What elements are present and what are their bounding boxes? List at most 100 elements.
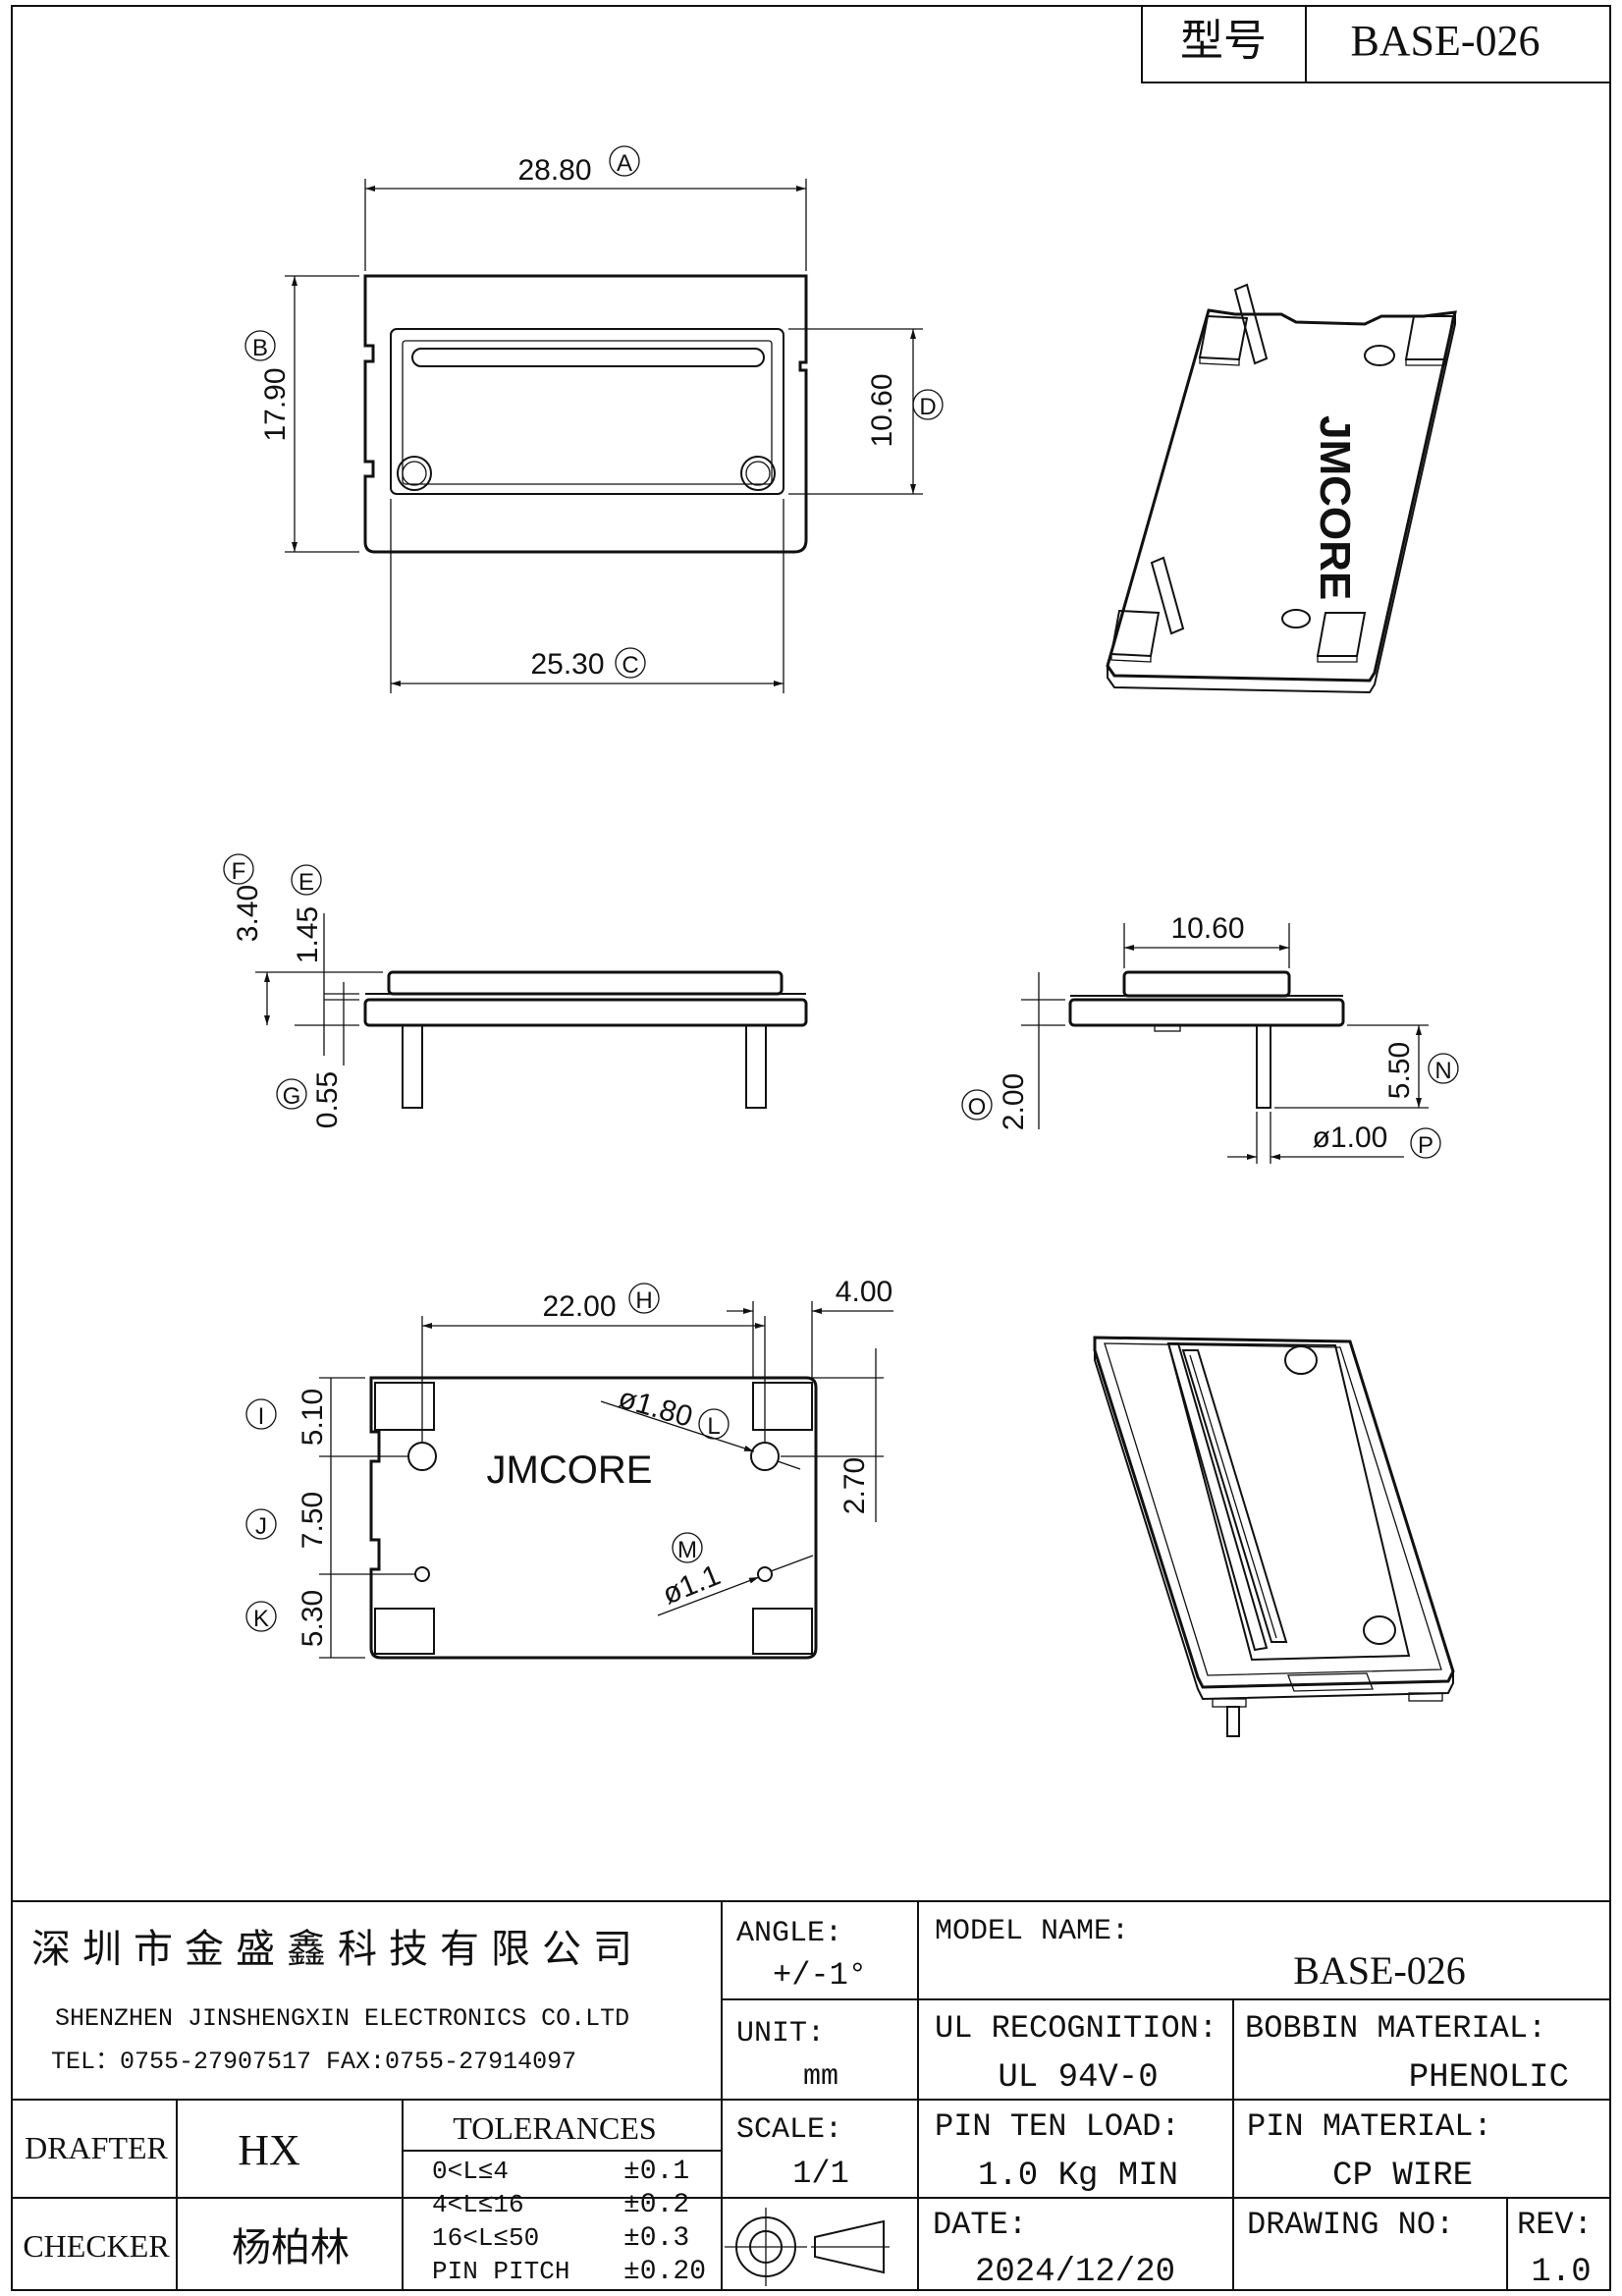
dim-k-text: 5.30 (297, 1590, 329, 1647)
tag-m-circle (672, 1532, 703, 1563)
iso-pad-bl (1109, 609, 1161, 658)
top-view-hole-right (740, 456, 776, 491)
dim-b-text: 17.90 (259, 367, 292, 441)
bottom-hole-small-right (757, 1566, 773, 1582)
top-view-hole-left (397, 456, 432, 491)
drawing-no-label: DRAWING NO: (1247, 2207, 1454, 2243)
tag-a-circle (609, 145, 640, 177)
ul-label: UL RECOGNITION: (935, 2010, 1217, 2047)
tag-n-circle (1428, 1053, 1459, 1084)
tag-a-text: A (617, 150, 632, 177)
iso-pin-bottom (1150, 556, 1185, 635)
side-view: 3.40 F 1.45 E 0.55 G (223, 853, 808, 1128)
tag-n-text: N (1434, 1058, 1451, 1084)
tol-range-2: 16<L≤50 (432, 2223, 539, 2253)
iso-bottom-outline (1093, 1336, 1455, 1689)
tag-g-circle (276, 1078, 307, 1110)
tag-b-text: B (252, 335, 268, 361)
tag-e-circle (291, 864, 322, 896)
date-label: DATE: (933, 2207, 1027, 2243)
top-view-window-inner (402, 340, 773, 485)
dim-i-text: 5.10 (297, 1389, 329, 1446)
tag-l-circle (698, 1408, 730, 1440)
unit-value: mm (803, 2060, 838, 2094)
tag-b-circle (244, 330, 276, 361)
rev-label: REV: (1517, 2207, 1593, 2243)
iso-hole-top (1364, 345, 1395, 366)
dim-l-text: ø1.80 (615, 1382, 696, 1434)
dim-a-text: 28.80 (517, 154, 591, 187)
dim-j-text: 7.50 (297, 1492, 329, 1549)
title-block: 深圳市金盛鑫科技有限公司 SHENZHEN JINSHENGXIN ELECTR… (12, 1900, 1610, 2291)
tol-range-3: PIN PITCH (432, 2257, 569, 2286)
model-value: BASE-026 (1350, 17, 1540, 65)
bottom-logo: JMCORE (487, 1449, 653, 1492)
ul-value: UL 94V-0 (998, 2059, 1158, 2097)
model-name-label: MODEL NAME: (935, 1915, 1129, 1948)
dim-g-text: 0.55 (311, 1071, 344, 1128)
iso-logo: JMCORE (1311, 415, 1359, 600)
dim-o-text: 2.00 (998, 1073, 1030, 1130)
dim-p-text: ø1.00 (1313, 1121, 1388, 1154)
company-en: SHENZHEN JINSHENGXIN ELECTRONICS CO.LTD (55, 2004, 629, 2033)
bottom-view: JMCORE 22.00 H 4.00 5.10 I 7.50 J 5.30 K… (245, 1276, 893, 1660)
iso-bottom-view (1093, 1336, 1455, 1737)
side-window (387, 970, 784, 996)
dim-f-text: 3.40 (232, 885, 264, 942)
iso-top-view: JMCORE (1106, 283, 1457, 694)
tag-c-circle (615, 647, 646, 679)
sheet-border (11, 5, 1611, 2291)
tag-o-circle (961, 1089, 993, 1121)
tag-p-circle (1410, 1127, 1441, 1159)
tag-i-text: I (258, 1403, 265, 1430)
iso-bottom-hole-top (1284, 1345, 1318, 1375)
end-pin (1256, 1024, 1271, 1109)
bottom-pad-br (752, 1608, 813, 1655)
dim-270-text: 2.70 (838, 1457, 871, 1514)
angle-label: ANGLE: (736, 1917, 842, 1950)
checker-label: CHECKER (23, 2228, 170, 2264)
dim-4-text: 4.00 (836, 1276, 892, 1308)
tol-range-0: 0<L≤4 (432, 2157, 509, 2186)
end-window (1122, 970, 1291, 998)
end-base (1068, 998, 1345, 1027)
date-value: 2024/12/20 (975, 2254, 1175, 2291)
unit-label: UNIT: (736, 2017, 825, 2050)
scale-label: SCALE: (736, 2113, 842, 2147)
model-label: 型号 (1180, 17, 1267, 65)
side-pin-left (402, 1024, 423, 1109)
tag-h-circle (628, 1283, 660, 1314)
tel-fax: TEL：0755-27907517 FAX:0755-27914097 (51, 2048, 576, 2076)
tag-j-text: J (255, 1513, 267, 1540)
tag-k-circle (245, 1601, 277, 1632)
tag-p-text: P (1418, 1132, 1433, 1159)
top-view-slot (411, 348, 765, 367)
side-base (363, 998, 808, 1027)
model-name-value: BASE-026 (1293, 1948, 1466, 1993)
end-dim-top: 10.60 (1170, 912, 1244, 945)
rev-value: 1.0 (1531, 2254, 1591, 2291)
tag-h-text: H (635, 1287, 652, 1314)
scale-value: 1/1 (792, 2156, 849, 2192)
drafter-value: HX (238, 2126, 300, 2174)
drafter-label: DRAFTER (25, 2130, 168, 2165)
bottom-outline (369, 1376, 818, 1660)
pin-mat-label: PIN MATERIAL: (1247, 2108, 1492, 2145)
tag-f-circle (223, 853, 254, 885)
tol-value-1: ±0.2 (623, 2190, 689, 2220)
pin-load-value: 1.0 Kg MIN (978, 2158, 1178, 2195)
tag-j-circle (245, 1508, 277, 1540)
iso-pad-br (1316, 612, 1367, 657)
pin-mat-value: CP WIRE (1332, 2158, 1473, 2195)
iso-pin-top (1233, 283, 1269, 365)
header-model-box: 型号 BASE-026 (1141, 6, 1610, 83)
tag-f-text: F (232, 858, 246, 885)
iso-top-outline (1106, 308, 1457, 683)
tag-d-text: D (919, 394, 936, 420)
dim-d-text: 10.60 (866, 373, 898, 447)
tol-value-0: ±0.1 (623, 2157, 689, 2187)
tag-e-text: E (298, 869, 314, 896)
bottom-hole-small-left (414, 1566, 430, 1582)
tol-range-1: 4<L≤16 (432, 2190, 524, 2219)
